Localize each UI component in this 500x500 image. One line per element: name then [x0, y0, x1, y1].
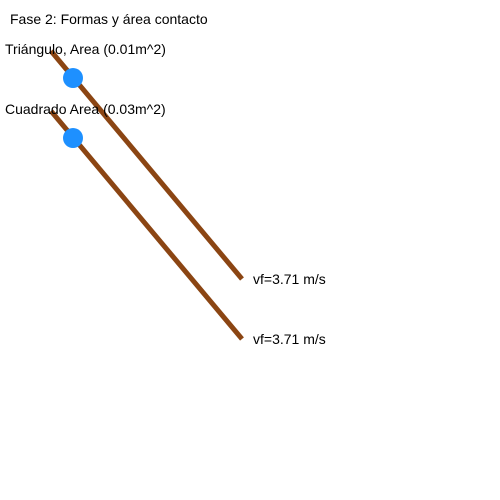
ramp-1-label: Triángulo, Area (0.01m^2): [5, 41, 166, 57]
ramp-1: [49, 49, 244, 281]
ramp-2-label: Cuadrado Area (0.03m^2): [5, 101, 166, 117]
ramp-2: [49, 109, 244, 341]
ball-1[interactable]: [63, 68, 83, 88]
phase-title: Fase 2: Formas y área contacto: [10, 11, 208, 27]
ramp-2-final-velocity: vf=3.71 m/s: [253, 331, 326, 347]
ball-2[interactable]: [63, 128, 83, 148]
ramp-1-final-velocity: vf=3.71 m/s: [253, 271, 326, 287]
